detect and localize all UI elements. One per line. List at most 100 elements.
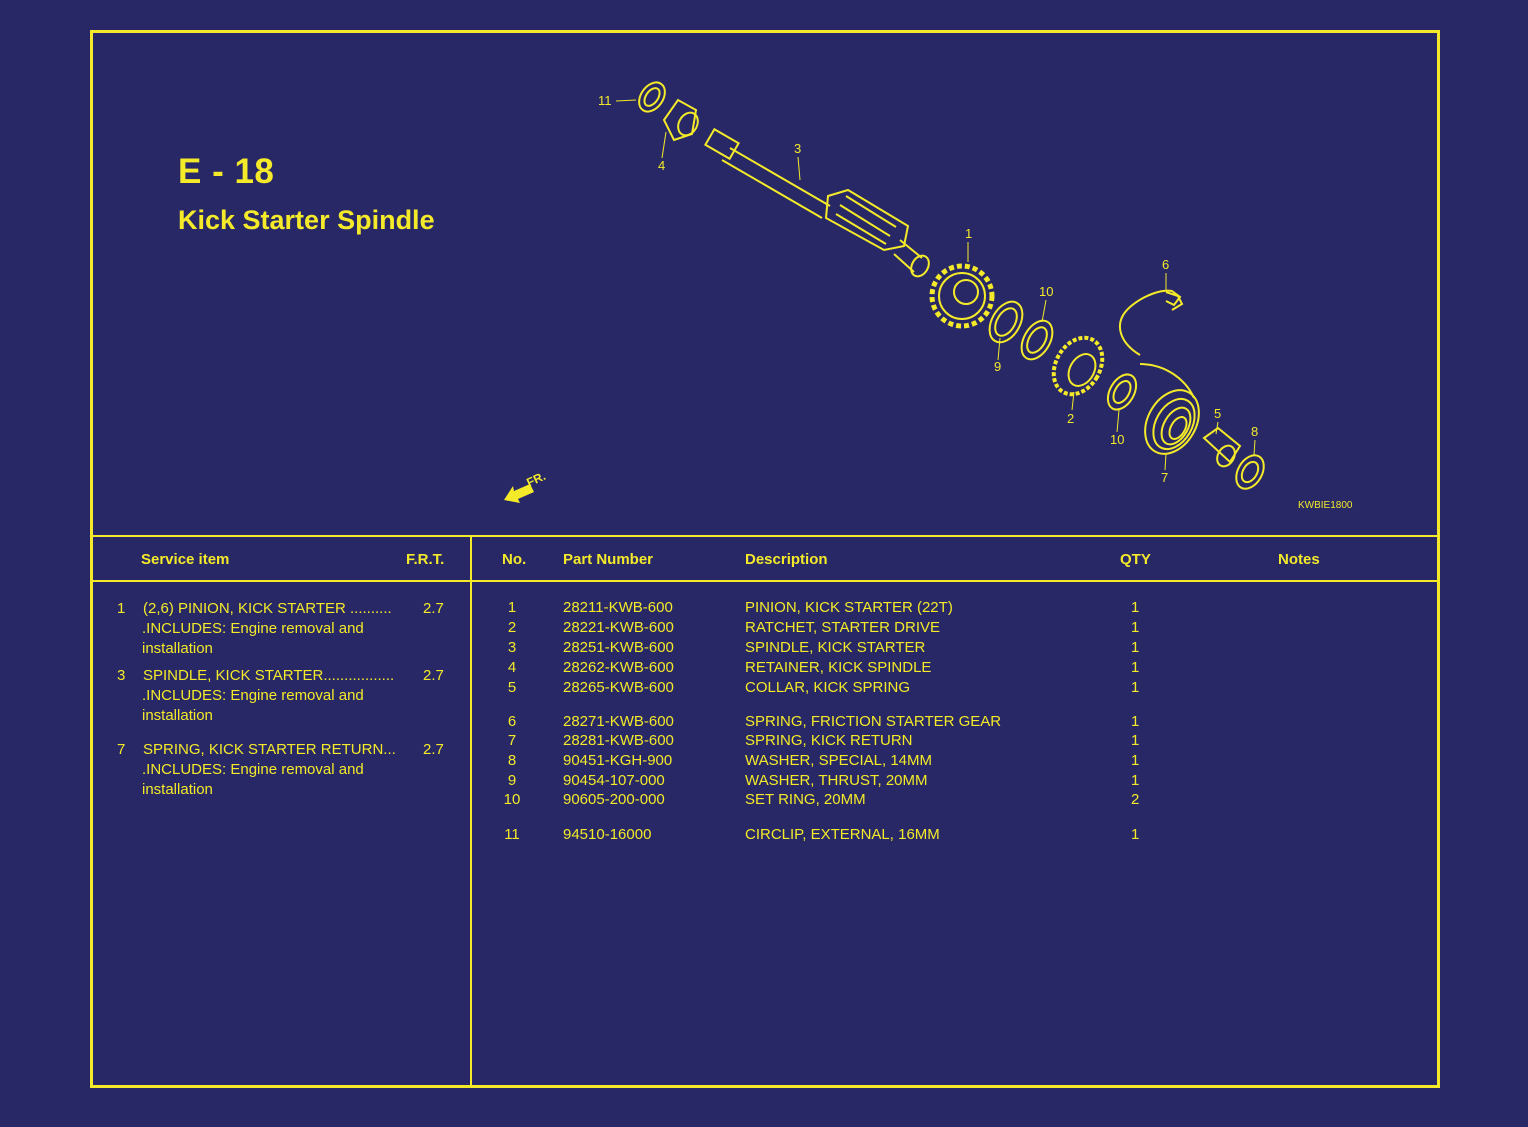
part-7-return-spring [1139,363,1200,455]
callout-2: 2 [1067,411,1074,426]
part-10-set-ring-lower [1106,373,1138,411]
service-item-includes: .INCLUDES: Engine removal and installati… [142,620,364,657]
part-3-spindle [704,127,930,278]
frt-header: F.R.T. [406,551,445,568]
service-item-frt: 2.7 [423,741,444,758]
no-header: No. [502,551,527,568]
part-qty-cell: 1 [1131,713,1140,730]
part-qty-cell: 1 [1131,679,1140,696]
part-row-number: 6 [507,713,517,730]
callout-1: 1 [965,226,972,241]
part-4-retainer [662,98,699,142]
part-number-cell: 94510-16000 [563,826,652,843]
part-qty-cell: 1 [1131,659,1140,676]
callout-leaders [615,99,1256,471]
header-divider [92,580,1439,582]
service-item-frt: 2.7 [423,600,444,617]
part-description-cell: COLLAR, KICK SPRING [745,679,911,696]
callout-7: 7 [1161,470,1168,485]
part-1-pinion [929,263,995,329]
part-qty-cell: 1 [1131,639,1140,656]
part-9-washer [988,300,1024,344]
callout-11: 11 [598,93,612,108]
part-qty-cell: 2 [1131,791,1140,808]
part-description-cell: SPRING, FRICTION STARTER GEAR [745,713,1002,730]
description-header: Description [745,551,828,568]
service-item: 1 (2,6) PINION, KICK STARTER .......... 2.… [117,599,457,659]
part-row-number: 2 [507,619,517,636]
part-number-cell: 90454-107-000 [563,772,665,789]
part-row-number: 7 [507,732,517,749]
part-qty-cell: 1 [1131,826,1140,843]
part-11-circlip [638,81,666,113]
part-5-collar [1202,426,1242,468]
part-qty-cell: 1 [1131,752,1140,769]
part-number-cell: 28251-KWB-600 [563,639,674,656]
part-qty-cell: 1 [1131,772,1140,789]
diagram-divider [92,535,1439,537]
callout-10b: 10 [1110,432,1124,447]
part-2-ratchet [1051,335,1105,397]
illustration-code: KWBIE1800 [1298,500,1353,511]
service-item-label: SPINDLE, KICK STARTER................. [143,667,395,684]
part-number-cell: 28262-KWB-600 [563,659,674,676]
part-row-number: 11 [504,826,520,843]
part-number-header: Part Number [563,551,654,568]
callout-6: 6 [1162,257,1169,272]
part-description-cell: PINION, KICK STARTER (22T) [745,599,953,616]
service-item-label: (2,6) PINION, KICK STARTER .......... [143,600,392,617]
section-code: E - 18 [178,152,275,191]
part-description-cell: WASHER, SPECIAL, 14MM [745,752,932,769]
part-number-cell: 90605-200-000 [563,791,665,808]
callout-3: 3 [794,141,801,156]
part-number-cell: 28211-KWB-600 [563,599,673,616]
part-number-cell: 28281-KWB-600 [563,732,674,749]
column-divider [470,536,472,1086]
service-item-number: 1 [117,600,126,617]
part-description-cell: RETAINER, KICK SPINDLE [745,659,932,676]
service-item: 7 SPRING, KICK STARTER RETURN... 2.7 .INCLU… [117,740,457,800]
part-row-number: 10 [503,791,521,808]
part-row-number: 3 [507,639,517,656]
service-item-number: 7 [117,741,126,758]
part-number-cell: 28221-KWB-600 [563,619,674,636]
part-qty-cell: 1 [1131,619,1140,636]
part-description-cell: SET RING, 20MM [745,791,866,808]
part-row-number: 1 [507,599,517,616]
part-6-spring [1119,289,1184,356]
part-number-cell: 90451-KGH-900 [563,752,673,769]
part-description-cell: SPRING, KICK RETURN [745,732,913,749]
service-item-frt: 2.7 [423,667,444,684]
part-description-cell: SPINDLE, KICK STARTER [745,639,926,656]
part-number-cell: 28271-KWB-600 [563,713,674,730]
part-row-number: 8 [507,752,517,769]
part-number-cell: 28265-KWB-600 [563,679,674,696]
part-description-cell: CIRCLIP, EXTERNAL, 16MM [745,826,940,843]
page-frame [90,30,1440,1088]
part-description-cell: RATCHET, STARTER DRIVE [745,619,941,636]
fr-label: FR. [524,469,547,490]
notes-header: Notes [1278,551,1320,568]
section-title: Kick Starter Spindle [178,205,435,235]
service-item-header: Service item [141,551,230,568]
part-description-cell: WASHER, THRUST, 20MM [745,772,928,789]
part-row-number: 9 [507,772,517,789]
service-item-includes: .INCLUDES: Engine removal and installati… [142,761,364,798]
service-item: 3 SPINDLE, KICK STARTER................. 2… [117,666,457,726]
part-qty-cell: 1 [1131,599,1140,616]
service-item-number: 3 [117,667,126,684]
front-arrow-icon [504,484,534,503]
part-8-washer [1235,454,1265,490]
part-qty-cell: 1 [1131,732,1140,749]
exploded-parts-diagram: 11 4 3 1 10 9 2 6 10 7 5 8 FR. KWBIE1800 [504,81,1353,511]
callout-10a: 10 [1039,284,1053,299]
callout-8: 8 [1251,424,1258,439]
part-row-number: 5 [507,679,517,696]
qty-header: QTY [1120,551,1151,568]
part-10-set-ring-upper [1020,319,1054,361]
service-item-label: SPRING, KICK STARTER RETURN... [143,741,396,758]
service-item-includes: .INCLUDES: Engine removal and installati… [142,687,364,724]
callout-5: 5 [1214,406,1221,421]
callout-9: 9 [994,359,1001,374]
part-row-number: 4 [507,659,517,676]
